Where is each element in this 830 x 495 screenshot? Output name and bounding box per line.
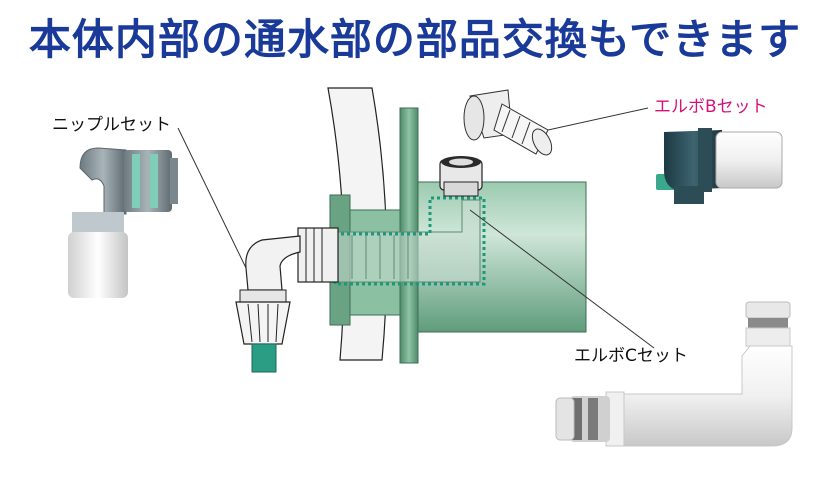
elbow-b-set-photo: [656, 128, 783, 204]
installed-nipple: [235, 227, 339, 373]
elbow-c-set-label: エルボCセット: [574, 346, 688, 366]
elbow-b-set-label: エルボBセット: [654, 97, 768, 117]
elbow-b-sketch: [463, 89, 553, 156]
page-headline: 本体内部の通水部の部品交換もできます: [28, 15, 802, 64]
elbow-c-highlight: [333, 196, 486, 286]
leader-lines: [177, 107, 655, 349]
nipple-set-label: ニップルセット: [52, 115, 171, 135]
elbow-c-set-photo: [555, 301, 793, 447]
nipple-set-photo: [68, 147, 178, 298]
